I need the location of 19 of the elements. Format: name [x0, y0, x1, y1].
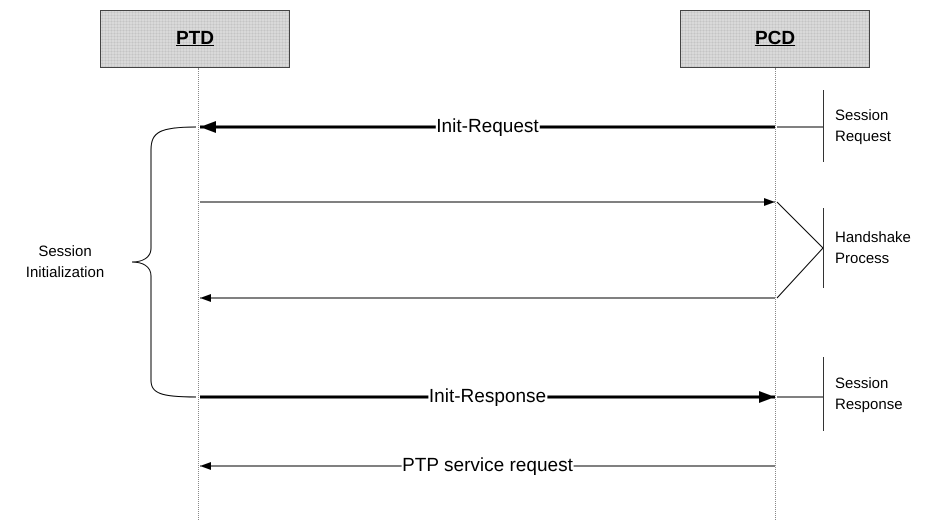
participant-name: PTD	[176, 28, 214, 50]
connector-line	[776, 248, 824, 298]
edge-label: PTP service request	[401, 455, 574, 477]
edge-label: Init-Request	[435, 116, 540, 138]
annotation-text: Session Request	[835, 106, 892, 147]
participant-box	[680, 10, 870, 68]
lifeline	[775, 68, 777, 520]
annotation-text: Handshake Process	[835, 228, 912, 269]
connector-line	[776, 202, 824, 248]
lifeline	[198, 68, 200, 520]
message-arrow	[200, 198, 776, 206]
edge-label: Init-Response	[428, 386, 548, 408]
participant-box	[100, 10, 290, 68]
bracket-label: Session Initialization	[24, 242, 106, 283]
connector-line	[776, 126, 824, 128]
annotation-text: Session Response	[835, 374, 904, 415]
connector-line	[776, 396, 824, 398]
participant-name: PCD	[754, 28, 796, 50]
message-arrow	[200, 294, 776, 302]
